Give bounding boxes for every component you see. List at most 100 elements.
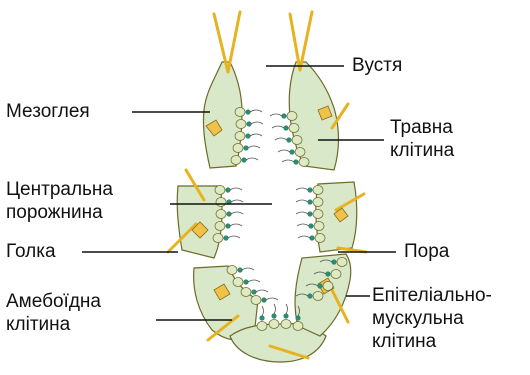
flagellum — [231, 200, 243, 202]
label-epithelial-muscle-cell-line2: мускульна — [372, 307, 492, 330]
flagellum — [296, 188, 308, 190]
flagellum — [296, 200, 308, 202]
choanocyte-nucleus — [283, 125, 288, 130]
choanocyte — [257, 322, 267, 331]
label-central-cavity-line2: порожнина — [6, 201, 113, 224]
choanocyte-nucleus — [293, 159, 298, 164]
choanocyte — [235, 132, 245, 141]
flagellum — [282, 160, 294, 162]
label-epithelial-muscle-cell-line1: Епітеліально- — [372, 284, 492, 307]
choanocyte-nucleus — [308, 223, 313, 228]
flagellum — [298, 236, 310, 238]
choanocyte-nucleus — [243, 145, 248, 150]
flagellum — [248, 146, 260, 148]
label-amoeboid-cell-line1: Амебоїдна — [6, 290, 101, 313]
choanocyte-nucleus — [325, 271, 330, 276]
choanocyte — [299, 158, 309, 167]
choanocyte — [313, 198, 323, 207]
label-digestive-cell-line1: Травна — [390, 116, 454, 139]
choanocyte-nucleus — [317, 283, 322, 288]
choanocyte-nucleus — [289, 149, 294, 154]
flagellum — [231, 212, 243, 214]
choanocyte-nucleus — [243, 279, 248, 284]
flagellum — [262, 306, 264, 316]
choanocyte-nucleus — [225, 223, 230, 228]
choanocyte — [231, 156, 241, 165]
choanocyte — [313, 292, 323, 301]
choanocyte — [233, 278, 243, 287]
flagellum — [230, 188, 242, 190]
flagellum — [230, 224, 242, 226]
choanocyte-nucleus — [286, 137, 291, 142]
choanocyte-nucleus — [281, 113, 286, 118]
choanocyte-nucleus — [226, 211, 231, 216]
choanocyte — [287, 112, 297, 121]
choanocyte — [241, 288, 251, 297]
spicule — [228, 12, 240, 72]
choanocyte — [215, 186, 225, 195]
choanocyte-nucleus — [261, 297, 266, 302]
flagellum — [274, 304, 276, 314]
choanocyte — [215, 222, 225, 231]
choanocyte — [313, 186, 323, 195]
choanocyte-nucleus — [259, 315, 264, 320]
choanocyte-nucleus — [225, 187, 230, 192]
choanocyte — [292, 136, 302, 145]
flagellum — [278, 150, 290, 152]
choanocyte — [269, 320, 279, 329]
choanocyte — [337, 258, 347, 267]
choanocyte-nucleus — [251, 289, 256, 294]
label-central-cavity: Центральна порожнина — [6, 178, 113, 224]
choanocyte — [216, 198, 226, 207]
choanocyte — [331, 270, 341, 279]
choanocyte-nucleus — [271, 313, 276, 318]
choanocyte — [233, 144, 243, 153]
flagellum — [246, 158, 258, 160]
label-pore: Пора — [404, 240, 449, 263]
choanocyte — [235, 108, 245, 117]
choanocyte — [213, 234, 223, 243]
flagellum — [248, 280, 260, 282]
choanocyte — [281, 320, 291, 329]
choanocyte — [289, 124, 299, 133]
flagellum — [266, 298, 278, 300]
spicule — [300, 12, 312, 70]
flagellum — [270, 114, 282, 116]
label-amoeboid-cell-line2: клітина — [6, 313, 101, 336]
choanocyte-nucleus — [283, 313, 288, 318]
flagellum — [242, 268, 254, 270]
label-mouth: Вустя — [352, 54, 402, 77]
choanocyte-nucleus — [245, 133, 250, 138]
flagellum — [250, 134, 262, 136]
label-amoeboid-cell: Амебоїдна клітина — [6, 290, 101, 336]
choanocyte-nucleus — [241, 157, 246, 162]
flagellum — [250, 110, 262, 112]
label-mesoglea: Мезоглея — [6, 100, 90, 123]
choanocyte-nucleus — [237, 267, 242, 272]
choanocyte — [313, 210, 323, 219]
choanocyte — [315, 234, 325, 243]
flagellum — [272, 126, 284, 128]
flagellum — [256, 290, 268, 292]
choanocyte-nucleus — [309, 235, 314, 240]
choanocyte — [314, 222, 324, 231]
choanocyte-nucleus — [307, 211, 312, 216]
flagellum — [286, 304, 288, 314]
choanocyte — [295, 148, 305, 157]
choanocyte — [293, 322, 303, 331]
label-epithelial-muscle-cell-line3: клітина — [372, 330, 492, 353]
flagellum — [228, 236, 240, 238]
flagellum — [275, 138, 287, 140]
label-epithelial-muscle-cell: Епітеліально- мускульна клітина — [372, 284, 492, 353]
choanocyte — [251, 296, 261, 305]
choanocyte-nucleus — [295, 315, 300, 320]
choanocyte-nucleus — [307, 187, 312, 192]
choanocyte-nucleus — [223, 235, 228, 240]
label-digestive-cell: Травна клітина — [390, 116, 454, 162]
choanocyte-nucleus — [331, 259, 336, 264]
label-central-cavity-line1: Центральна — [6, 178, 113, 201]
choanocyte-nucleus — [307, 199, 312, 204]
flagellum — [297, 224, 309, 226]
label-needle: Голка — [6, 240, 56, 263]
